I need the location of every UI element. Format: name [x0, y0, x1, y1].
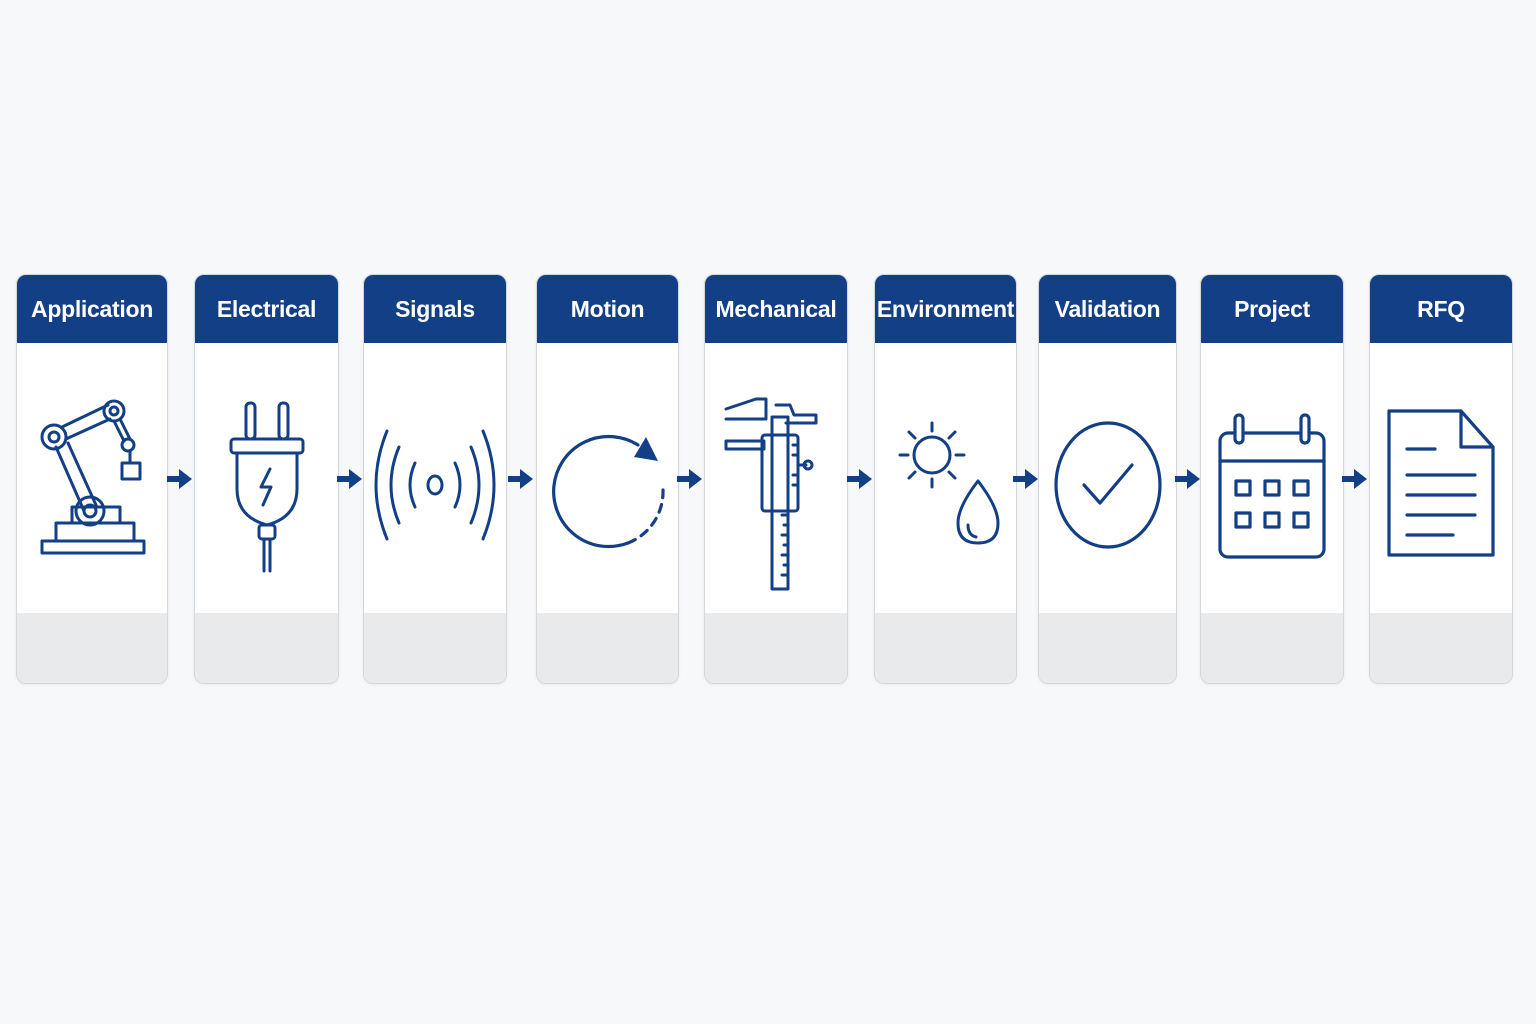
arrow-right-icon: [1175, 469, 1200, 489]
arrow-right-icon: [508, 469, 533, 489]
step-footer: [1039, 613, 1176, 683]
arrow-right-icon: [677, 469, 702, 489]
step-card-validation: Validation: [1038, 274, 1177, 684]
step-title: Validation: [1039, 275, 1176, 343]
step-card-motion: Motion: [536, 274, 679, 684]
step-footer: [364, 613, 506, 683]
step-card-project: Project: [1200, 274, 1344, 684]
step-footer: [17, 613, 167, 683]
step-title: Application: [17, 275, 167, 343]
signal-waves-icon: [364, 375, 506, 595]
arrow-right-icon: [1013, 469, 1038, 489]
rotation-arrow-icon: [537, 375, 678, 595]
step-title: Motion: [537, 275, 678, 343]
step-card-signals: Signals: [363, 274, 507, 684]
arrow-right-icon: [167, 469, 192, 489]
step-footer: [1201, 613, 1343, 683]
calendar-icon: [1201, 375, 1343, 595]
step-card-mechanical: Mechanical: [704, 274, 848, 684]
arrow-right-icon: [337, 469, 362, 489]
arrow-right-icon: [847, 469, 872, 489]
step-footer: [875, 613, 1016, 683]
step-title: Mechanical: [705, 275, 847, 343]
step-title: Environment: [875, 275, 1016, 343]
power-plug-icon: [195, 375, 338, 595]
caliper-icon: [705, 375, 847, 595]
step-card-rfq: RFQ: [1369, 274, 1513, 684]
step-footer: [195, 613, 338, 683]
step-footer: [1370, 613, 1512, 683]
step-title: Electrical: [195, 275, 338, 343]
arrow-right-icon: [1342, 469, 1367, 489]
step-title: Project: [1201, 275, 1343, 343]
step-card-application: Application: [16, 274, 168, 684]
step-title: RFQ: [1370, 275, 1512, 343]
step-footer: [537, 613, 678, 683]
document-icon: [1370, 375, 1512, 595]
step-title: Signals: [364, 275, 506, 343]
robot-arm-icon: [17, 375, 167, 595]
sun-and-droplet-icon: [875, 375, 1016, 595]
step-card-environment: Environment: [874, 274, 1017, 684]
step-card-electrical: Electrical: [194, 274, 339, 684]
step-footer: [705, 613, 847, 683]
checkmark-circle-icon: [1039, 375, 1176, 595]
